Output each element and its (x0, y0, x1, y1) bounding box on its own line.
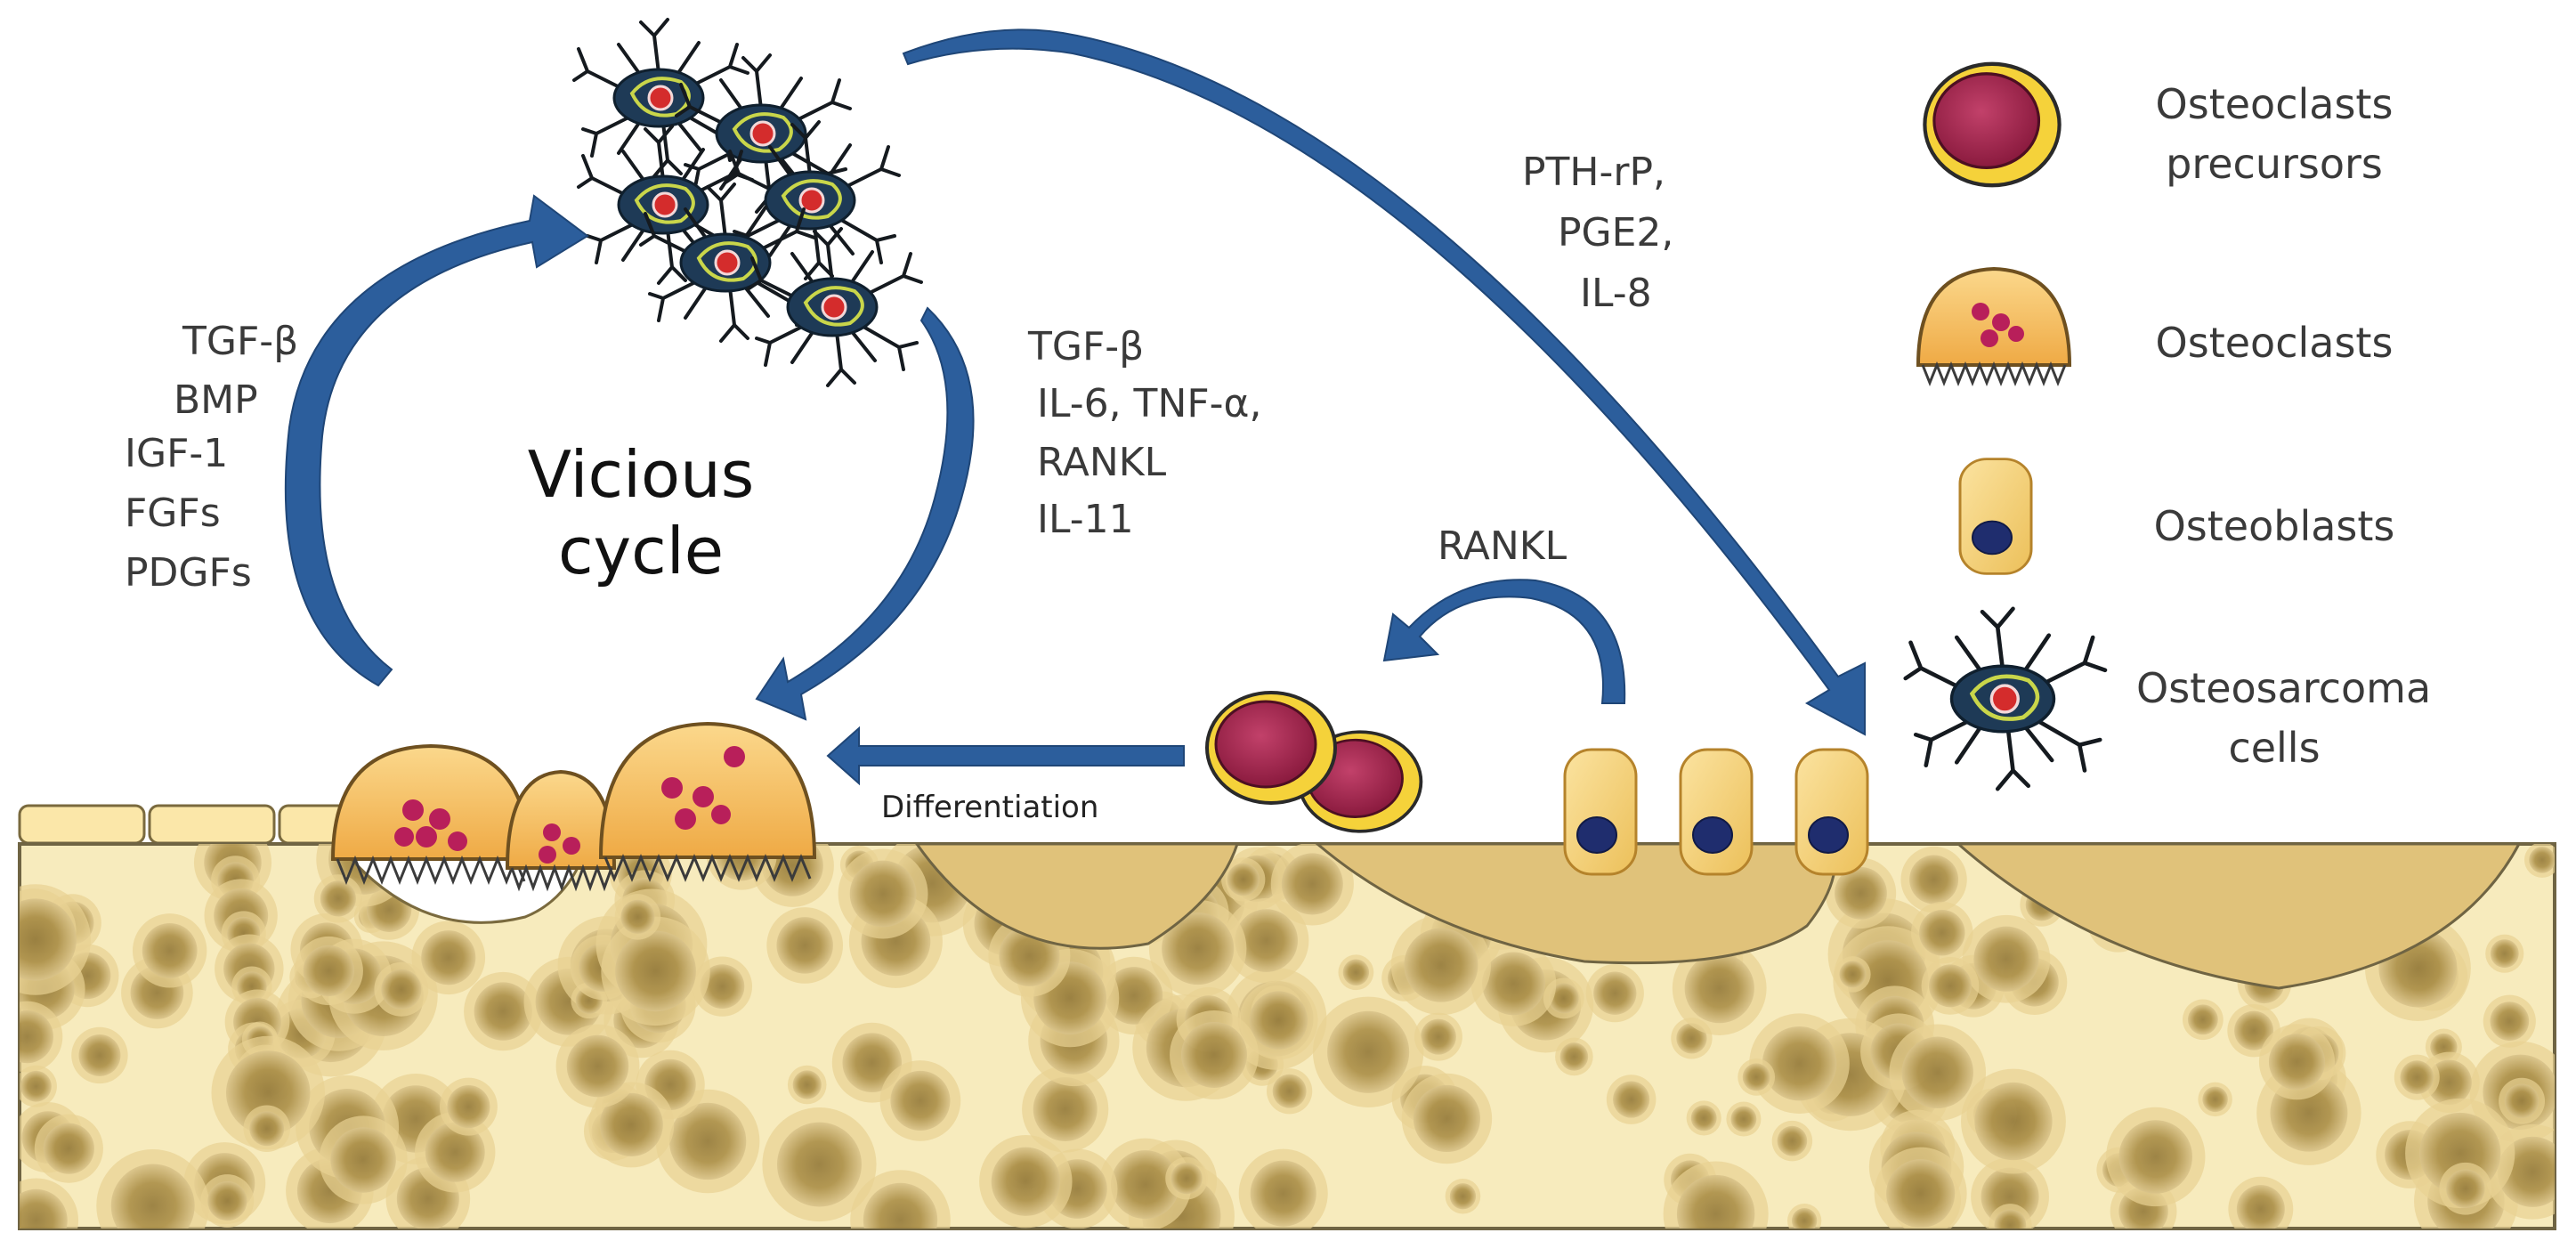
legend-label-osteoblasts: Osteoblasts (2153, 502, 2395, 550)
osteoblasts-on-bone (1563, 748, 1869, 876)
osteoclast-icon (1916, 266, 2072, 387)
bone-matrix (18, 842, 2556, 1230)
vicious-cycle-title: Vicious cycle (498, 436, 783, 590)
right-factor-0: PTH-rP, (1522, 150, 1665, 195)
differentiation-arrow (826, 726, 1185, 786)
vicious-cycle-line2: cycle (557, 514, 725, 589)
middle-factor-2: RANKL (1037, 440, 1167, 485)
legend-icons (1906, 64, 2105, 789)
middle-factor-1: IL-6, TNF-α, (1037, 381, 1262, 426)
legend-label-osteosarcoma-line2: cells (2228, 723, 2321, 772)
osteosarcoma-cell-cluster (572, 18, 923, 387)
osteoclast-precursors-pair (1205, 691, 1423, 833)
legend-label-precursors-line2: precursors (2166, 139, 2383, 188)
middle-factor-3: IL-11 (1037, 497, 1134, 542)
right-factor-1: PGE2, (1558, 210, 1674, 255)
differentiation-label: Differentiation (881, 790, 1099, 825)
right-factor-2: IL-8 (1580, 271, 1652, 316)
rankl-arrow (1382, 579, 1626, 704)
legend-label-precursors-line1: Osteoclasts (2155, 80, 2394, 128)
osteosarcoma-cell-icon (1906, 609, 2105, 789)
tumor-to-osteoblast-arrow (902, 28, 1866, 736)
arrows (284, 28, 1866, 786)
rankl-label: RANKL (1438, 523, 1567, 569)
osteoblast-icon (1958, 458, 2033, 575)
left-factor-1: BMP (174, 377, 258, 423)
legend-label-osteoclasts: Osteoclasts (2155, 319, 2394, 367)
legend-label-osteosarcoma: Osteosarcoma cells (2136, 659, 2432, 777)
legend-label-osteosarcoma-line1: Osteosarcoma (2136, 664, 2432, 712)
left-factor-2: IGF-1 (125, 431, 229, 476)
left-cycle-arrow (284, 194, 589, 687)
osteoclasts-on-bone (330, 721, 817, 892)
right-cycle-arrow (755, 306, 975, 721)
bone-lining-cells (18, 804, 361, 845)
left-factor-3: FGFs (125, 491, 221, 536)
middle-factor-0: TGF-β (1028, 324, 1145, 369)
left-factor-0: TGF-β (182, 319, 299, 364)
osteoclast-precursor-icon (1924, 64, 2059, 185)
left-factor-4: PDGFs (125, 550, 252, 596)
legend-label-precursors: Osteoclasts precursors (2136, 75, 2412, 193)
vicious-cycle-line1: Vicious (527, 437, 755, 512)
